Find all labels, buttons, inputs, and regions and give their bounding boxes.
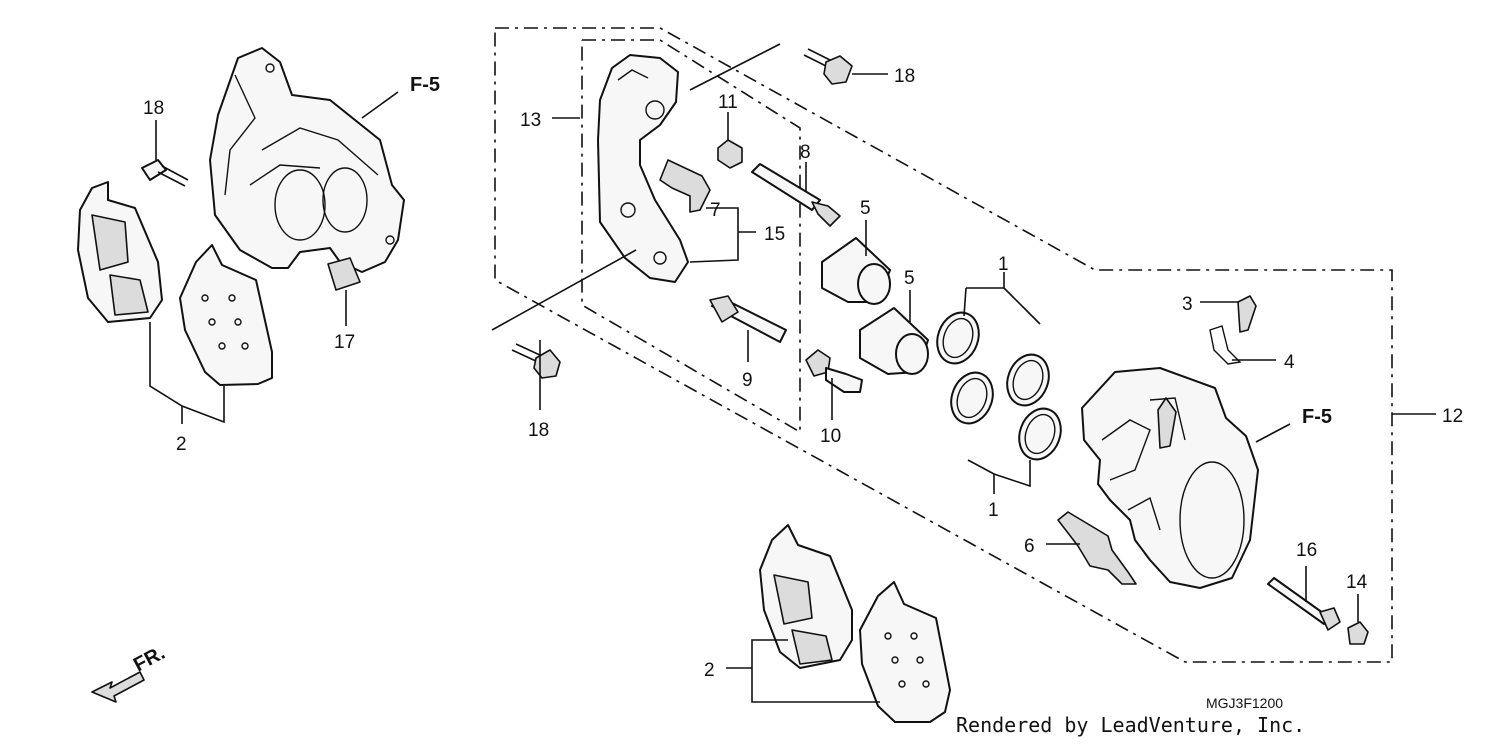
label-14: 14 <box>1346 572 1368 593</box>
label-1-top: 1 <box>998 254 1009 275</box>
label-18-top: 18 <box>894 66 915 87</box>
caliper-body <box>1081 367 1259 589</box>
bleeder-screw-3 <box>1237 295 1257 333</box>
bolt-18-top <box>803 48 853 85</box>
label-1-bottom: 1 <box>988 500 999 521</box>
label-12: 12 <box>1442 406 1463 427</box>
front-direction-label: FR. <box>130 642 169 677</box>
label-13: 13 <box>520 110 541 131</box>
pad-spring-6 <box>1057 511 1137 585</box>
label-2-bottom: 2 <box>704 660 715 681</box>
bolt-18-left <box>141 159 189 187</box>
pad-retainer-clip-7 <box>659 159 711 213</box>
bleeder-cap-4 <box>1209 325 1242 365</box>
left-caliper-assembly <box>209 47 405 291</box>
piston-5-upper <box>821 237 891 305</box>
bottom-brake-pad-a <box>759 524 853 669</box>
bolt-18-mid <box>511 343 561 379</box>
label-11: 11 <box>718 92 738 113</box>
ref-f5-left: F-5 <box>410 74 440 96</box>
piston-seals-1 <box>936 311 1062 461</box>
label-9: 9 <box>742 370 753 391</box>
label-18-left: 18 <box>143 98 164 119</box>
ref-f5-right: F-5 <box>1302 406 1332 428</box>
label-18-mid: 18 <box>528 420 549 441</box>
bottom-brake-pad-b <box>859 581 951 723</box>
pad-pin-16 <box>1267 577 1341 631</box>
render-credit: Rendered by LeadVenture, Inc. <box>956 713 1305 737</box>
label-7: 7 <box>710 200 721 221</box>
piston-5-lower <box>859 307 929 375</box>
label-8: 8 <box>800 142 811 163</box>
assembly-outline-13 <box>581 39 801 434</box>
label-16: 16 <box>1296 540 1317 561</box>
slide-pin-9 <box>709 295 787 343</box>
assembly-outline-12 <box>494 27 1393 663</box>
slide-pin-8 <box>751 163 841 227</box>
label-2-left: 2 <box>176 434 187 455</box>
left-brake-pad-b <box>179 244 273 386</box>
left-brake-pad-a <box>77 181 163 323</box>
label-15: 15 <box>764 224 785 245</box>
bolt-10 <box>805 349 863 393</box>
label-4: 4 <box>1284 352 1295 373</box>
front-direction-arrow <box>91 671 145 703</box>
label-5-upper: 5 <box>860 198 871 219</box>
label-5-lower: 5 <box>904 268 915 289</box>
label-3: 3 <box>1182 294 1193 315</box>
diagram-code: MGJ3F1200 <box>1206 695 1283 711</box>
label-17: 17 <box>334 332 355 353</box>
leader-lines <box>149 43 1436 703</box>
caliper-bracket-13 <box>597 54 689 283</box>
plug-14 <box>1347 621 1369 645</box>
label-6: 6 <box>1024 536 1035 557</box>
plug-11 <box>717 139 743 169</box>
label-10: 10 <box>820 426 841 447</box>
